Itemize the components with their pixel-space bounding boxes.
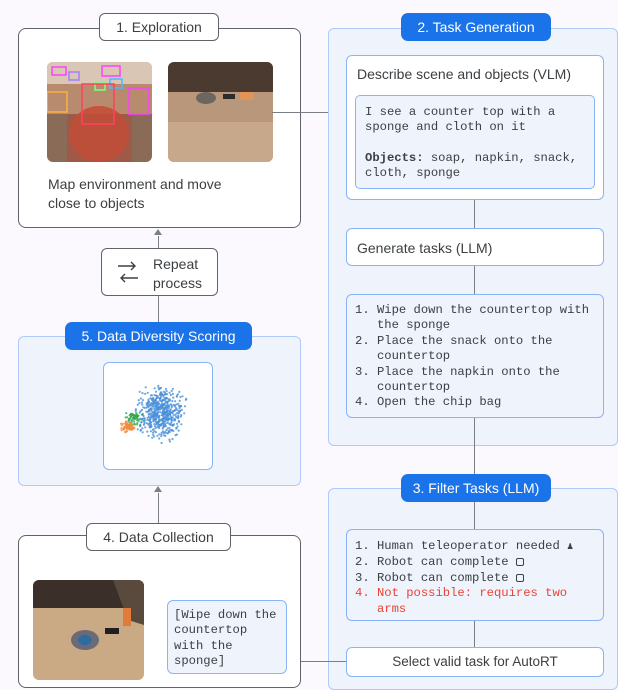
connector-generate-to-list [474,266,475,294]
select-valid-task-box [346,647,604,677]
repeat-line1: Repeat [153,256,199,272]
connector-generate-to-filter [474,418,475,474]
arrow-exploration-to-vlm [272,112,352,113]
objects-label: Objects: [365,151,424,165]
arrowhead-up-icon [154,486,162,492]
connector-describe-to-generate [474,200,475,228]
data-collection-title: 4. Data Collection [86,523,231,551]
filter-item-1: 1. Human teleoperator needed ♟ [355,539,573,555]
generated-tasks-list: 1. Wipe down the countertop with the spo… [355,303,589,411]
objects-list-line1: soap, napkin, snack, [423,151,578,165]
task-item-4-line1: 4. Open the chip bag [355,395,502,410]
task-item-1-line2: the sponge [355,318,451,333]
generate-tasks-label: Generate tasks (LLM) [357,240,493,256]
command-line2: countertop [174,623,248,638]
tsne-scatter-plot [119,384,188,445]
task-item-3-line2: countertop [355,380,451,395]
objects-list-line2: cloth, sponge [365,166,461,180]
command-line1: [Wipe down the [174,608,277,622]
arrow-select-to-collection [293,661,346,662]
connector-scoring-to-repeat [158,296,159,322]
command-line3: with the [174,638,233,653]
describe-scene-label: Describe scene and objects (VLM) [357,66,571,82]
filter-item-4-line1: 4. Not possible: requires two [355,586,568,601]
exploration-caption-line1: Map environment and move [48,176,222,192]
filter-results-list: 1. Human teleoperator needed ♟ 2. Robot … [355,539,573,617]
filter-item-1-text: 1. Human teleoperator needed [355,539,560,553]
vlm-output-line2: sponge and cloth on it [365,120,526,134]
robot-icon [515,573,524,582]
filter-item-4-line2: arms [355,601,407,616]
task-item-2-line2: countertop [355,349,451,364]
vlm-output-line1: I see a counter top with a [365,105,556,119]
filter-item-2: 2. Robot can complete [355,555,573,570]
select-valid-task-label: Select valid task for AutoRT [392,654,558,669]
arrow-collection-to-scoring [158,493,159,523]
objects-line1: Objects: soap, napkin, snack, [365,151,577,166]
exploration-caption-line2: close to objects [48,195,145,211]
filter-tasks-title: 3. Filter Tasks (LLM) [401,474,551,502]
filter-item-2-text: 2. Robot can complete [355,555,509,570]
arrowhead-up-icon [154,229,162,235]
robot-icon [515,558,524,567]
command-text: [Wipe down the countertop with the spong… [174,608,276,670]
vlm-output-box [355,95,595,189]
exploration-photo-close [168,62,273,162]
filter-results-box [346,529,604,621]
data-collection-photo [33,580,144,680]
connector-filter-title-to-results [474,502,475,529]
exploration-photo-annotated [47,62,152,162]
scatter-plot-box [103,362,213,470]
person-icon: ♟ [567,542,574,553]
filter-item-3-text: 3. Robot can complete [355,570,509,585]
generate-tasks-box [346,228,604,266]
generated-tasks-box [346,294,604,418]
task-generation-title: 2. Task Generation [401,13,551,41]
command-box [167,600,287,674]
task-item-3-line1: 3. Place the napkin onto the [355,364,560,379]
command-line4: sponge] [174,654,226,669]
repeat-line2: process [153,275,203,291]
arrow-repeat-to-exploration [158,236,159,248]
repeat-process-box [101,248,218,296]
exploration-title: 1. Exploration [99,13,219,41]
filter-item-3: 3. Robot can complete [355,571,573,586]
task-item-2-line1: 2. Place the snack onto the [355,333,553,348]
connector-results-to-select [474,621,475,647]
data-diversity-title: 5. Data Diversity Scoring [65,322,252,350]
repeat-icon [115,258,141,286]
task-item-1-line1: 1. Wipe down the countertop with [355,303,590,317]
